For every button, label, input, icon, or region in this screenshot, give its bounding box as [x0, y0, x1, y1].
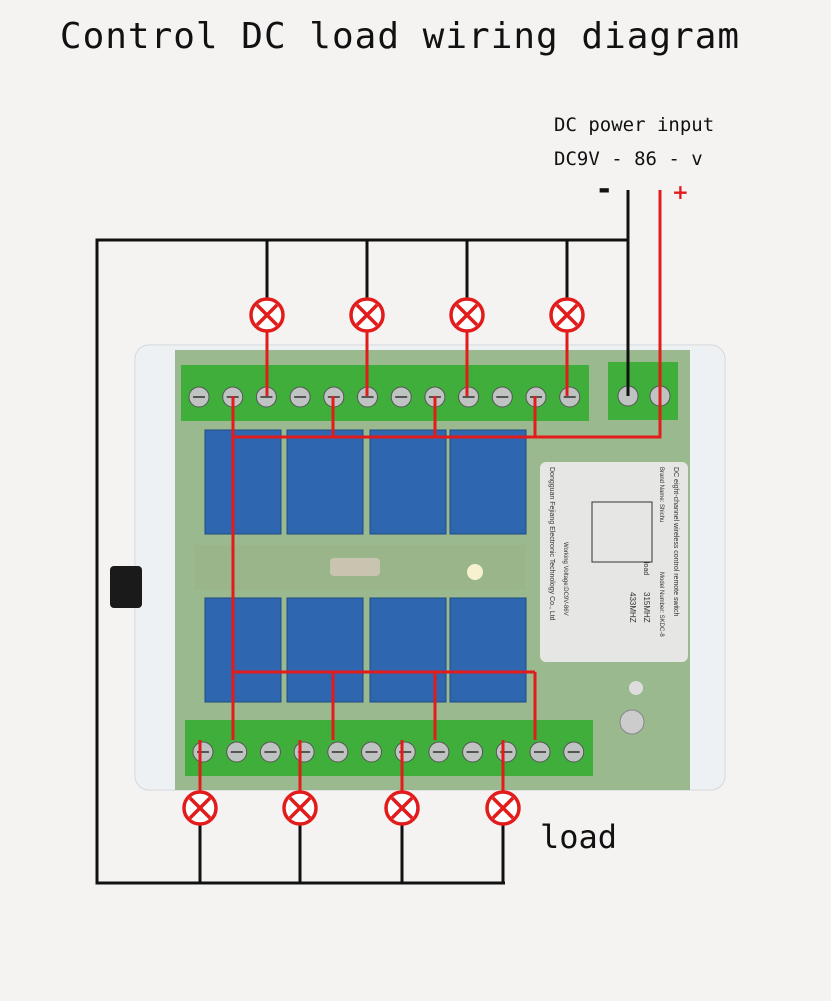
relay	[369, 429, 447, 535]
load-lamp-icon	[485, 790, 521, 826]
sticker-heading: DC eight-channel wireless control remote…	[672, 467, 679, 616]
load-lamp-icon	[349, 297, 385, 333]
sticker-maker: Dongguan Fejiang Electronic Technology C…	[548, 467, 555, 621]
load-lamp-icon	[549, 297, 585, 333]
power-voltage-label: DC9V - 86 - v	[554, 148, 703, 170]
relay	[449, 597, 527, 703]
bottom-terminal-strip	[185, 720, 593, 776]
positive-bus-wire	[233, 190, 662, 439]
sticker-load: load	[642, 562, 649, 575]
antenna	[110, 566, 142, 608]
sticker-freq-315: 315MHZ	[642, 592, 651, 623]
relay	[286, 429, 364, 535]
product-label-sticker: DC eight-channel wireless control remote…	[540, 462, 688, 662]
sticker-voltage: Working Voltage:DC9V-86V	[562, 542, 568, 616]
relay	[286, 597, 364, 703]
load-lamp-icon	[449, 297, 485, 333]
negative-sign: -	[598, 172, 611, 207]
diagram-title: Control DC load wiring diagram	[59, 16, 741, 57]
negative-bus-wire	[95, 190, 630, 885]
load-lamp-icon	[282, 790, 318, 826]
power-input-label: DC power input	[554, 114, 715, 136]
load-label: load	[540, 818, 618, 856]
load-lamp-icon	[384, 790, 420, 826]
top-terminal-strip	[181, 365, 589, 421]
sticker-model: Model Number: SKDC-8	[658, 572, 664, 637]
relay	[204, 597, 282, 703]
load-lamp-icon	[249, 297, 285, 333]
relay	[449, 429, 527, 535]
relay	[369, 597, 447, 703]
sticker-freq-433: 433MHZ	[628, 592, 637, 623]
load-lamp-icon	[182, 790, 218, 826]
positive-sign: +	[672, 180, 689, 204]
sticker-brand: Brand Name: Shichu	[658, 467, 664, 522]
relay	[204, 429, 282, 535]
